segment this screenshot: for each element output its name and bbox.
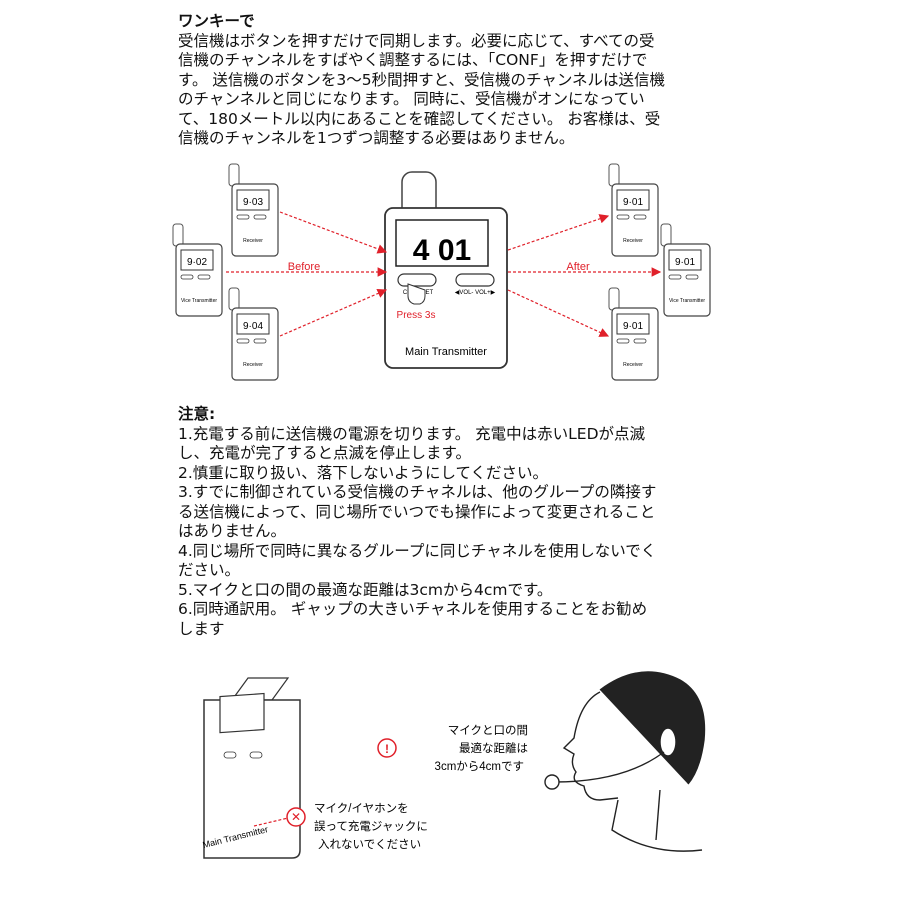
- before-label: Before: [288, 261, 320, 273]
- notes-line: 6.同時通訳用。 ギャップの大きいチャネルを使用することをお勧め: [178, 600, 648, 618]
- receiver-bottom-left: 9·04 Receiver: [228, 287, 279, 381]
- man-with-headset-illustration: [544, 671, 706, 852]
- notes-line: 5.マイクと口の間の最適な距離は3cmから4cmです。: [178, 580, 553, 599]
- intro-section: ワンキーで 受信機はボタンを押すだけで同期します。必要に応じて、すべての受 信機…: [178, 12, 718, 149]
- notes-line: ださい。: [178, 561, 241, 579]
- intro-line: 信機のチャンネルをすばやく調整するには、「CONF」を押すだけで: [178, 51, 648, 69]
- notes-line: します: [178, 619, 225, 638]
- warning-line: 入れないでください: [318, 838, 421, 851]
- notes-section: 注意: 1.充電する前に送信機の電源を切ります。 充電中は赤いLEDが点滅 し、…: [178, 405, 718, 639]
- notes-line: し、充電が完了すると点滅を停止します。: [178, 444, 471, 462]
- intro-line: のチャンネルと同じになります。 同時に、受信機がオンになってい: [178, 90, 645, 108]
- main-transmitter-label: Main Transmitter: [405, 346, 487, 358]
- receiver-label: Receiver: [243, 362, 263, 368]
- distance-line: 最適な距離は: [459, 741, 528, 755]
- intro-heading: ワンキーで: [178, 12, 255, 30]
- warning-line: 誤って充電ジャックに: [314, 819, 428, 833]
- arrows: [226, 211, 662, 337]
- no-icon-glyph: ✕: [291, 810, 301, 824]
- vol-label: ◀VOL- VOL+▶: [455, 290, 496, 296]
- vice-channel: 9·01: [675, 257, 695, 268]
- notes-heading: 注意:: [178, 405, 216, 423]
- after-label: After: [566, 261, 590, 273]
- press-label: Press 3s: [397, 310, 436, 321]
- intro-line: す。 送信機のボタンを3～5秒間押すと、受信機のチャンネルは送信機: [178, 70, 666, 89]
- intro-line: 受信機はボタンを押すだけで同期します。必要に応じて、すべての受: [178, 31, 655, 50]
- distance-line: 3cmから4cmです: [435, 760, 524, 773]
- notes-line: 2.慎重に取り扱い、落下しないようにしてください。: [178, 463, 549, 482]
- main-transmitter: 4 01 CONF SET ◀VOL- VOL+▶ Main Transmitt…: [384, 171, 508, 369]
- distance-line: マイクと口の間: [448, 724, 528, 737]
- vice-label: Vice Transmitter: [669, 298, 705, 304]
- bottom-transmitter: Main Transmitter: [202, 677, 301, 859]
- notes-line: る送信機によって、同じ場所でいつでも操作によって変更されること: [178, 502, 656, 521]
- receiver-bottom-right: 9·01 Receiver: [608, 287, 659, 381]
- notes-line: 3.すでに制御されている受信機のチャネルは、他のグループの隣接す: [178, 483, 657, 501]
- receiver-top-left: 9·03 Receiver: [228, 163, 279, 257]
- receiver-label: Receiver: [623, 362, 643, 368]
- receiver-label: Receiver: [623, 238, 643, 244]
- receiver-channel: 9·04: [243, 321, 263, 332]
- vice-channel: 9·02: [187, 257, 207, 268]
- vice-label: Vice Transmitter: [181, 298, 217, 304]
- receiver-label: Receiver: [243, 238, 263, 244]
- main-channel-display: 4 01: [413, 234, 471, 267]
- receiver-top-right: 9·01 Receiver: [608, 163, 659, 257]
- receiver-channel: 9·03: [243, 197, 263, 208]
- notes-line: はありません。: [178, 522, 287, 540]
- warning-line: マイク/イヤホンを: [314, 802, 409, 815]
- warning-icon-glyph: !: [385, 742, 389, 756]
- intro-line: て、180メートル以内にあることを確認してください。 お客様は、受: [178, 109, 661, 128]
- no-icon: [286, 807, 306, 827]
- hand-icon: [407, 283, 426, 305]
- receiver-channel: 9·01: [623, 321, 643, 332]
- vice-transmitter-right: 9·01 Vice Transmitter: [660, 223, 711, 317]
- notes-line: 4.同じ場所で同時に異なるグループに同じチャネルを使用しないでく: [178, 541, 657, 560]
- intro-line: 信機のチャンネルを1つずつ調整する必要はありません。: [178, 129, 575, 147]
- warning-icon: [377, 738, 397, 758]
- notes-line: 1.充電する前に送信機の電源を切ります。 充電中は赤いLEDが点滅: [178, 424, 646, 443]
- vice-transmitter-left: 9·02 Vice Transmitter: [172, 223, 223, 317]
- receiver-channel: 9·01: [623, 197, 643, 208]
